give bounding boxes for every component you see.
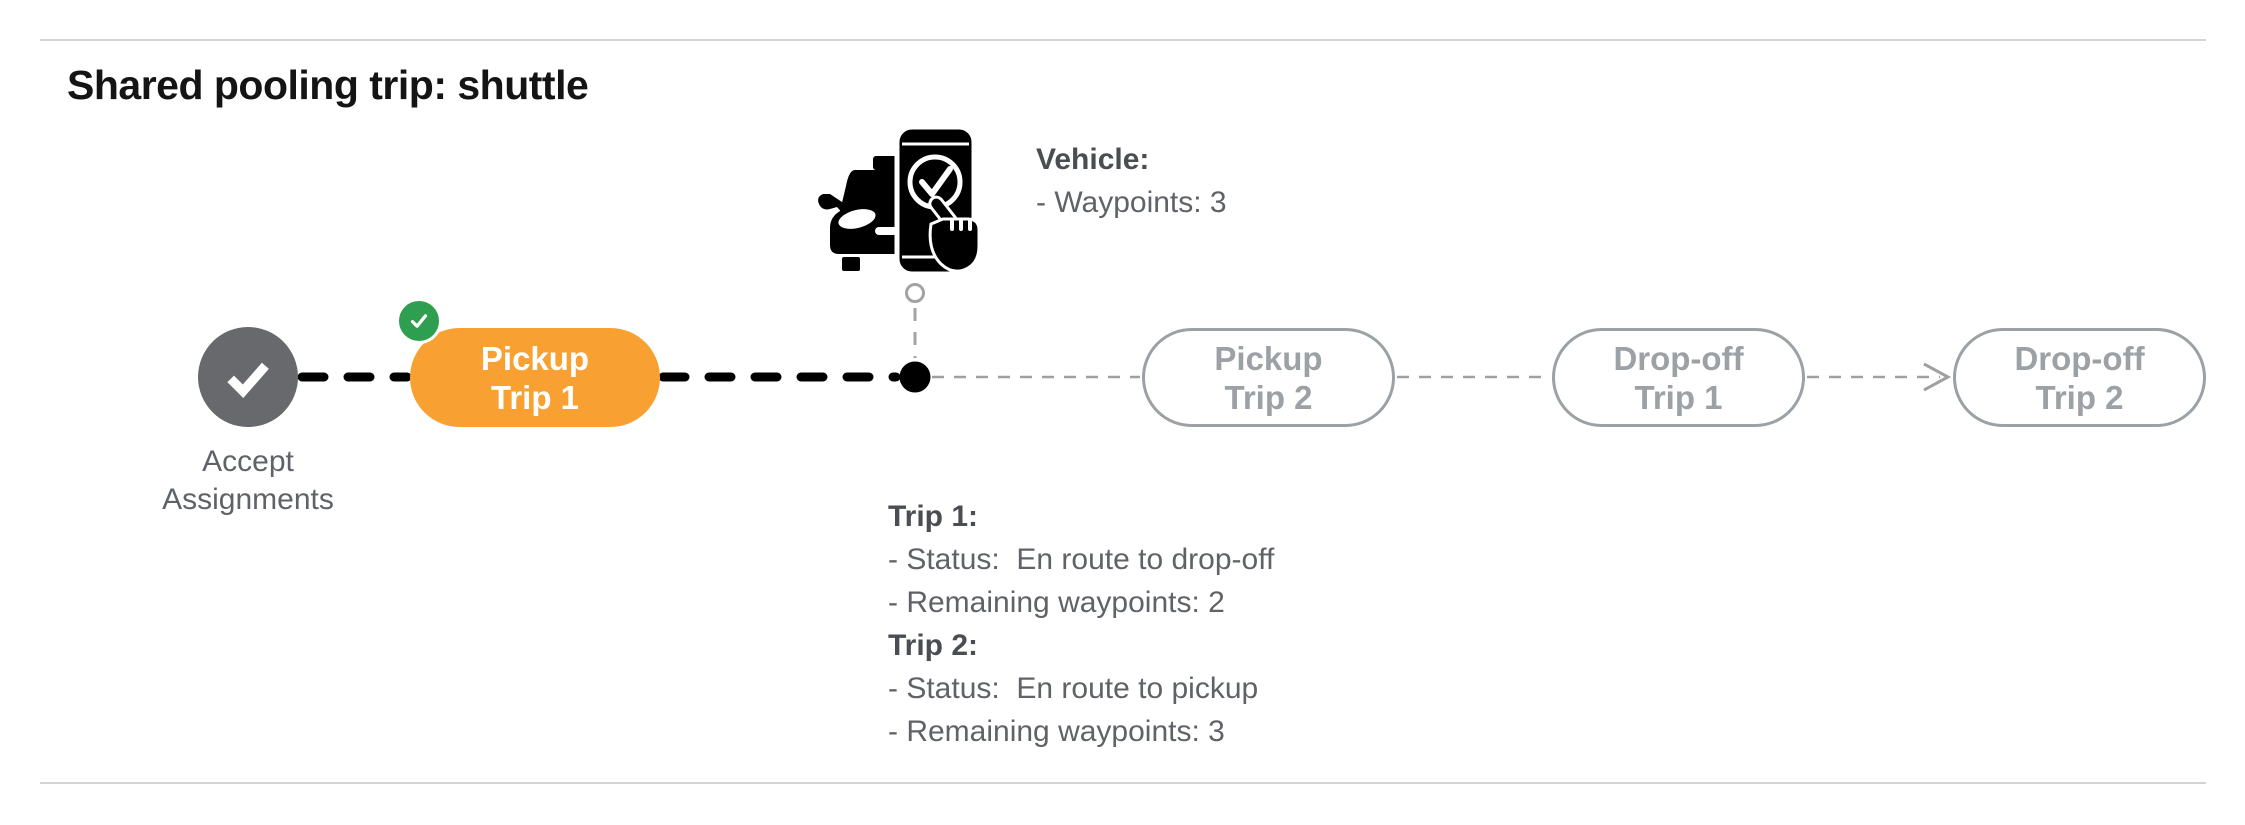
check-icon [410,314,428,328]
completed-check-badge [396,298,442,344]
trip-2-title: Trip 2: [888,629,979,662]
step-dropoff-trip-1: Drop-off Trip 1 [1552,328,1805,427]
accept-assignments-node [198,327,298,427]
trip-2-status: - Status: En route to pickup [888,672,1259,705]
page-title: Shared pooling trip: shuttle [67,62,589,108]
step-pickup-trip-2: Pickup Trip 2 [1142,328,1395,427]
step-pickup-trip-1: Pickup Trip 1 [410,328,660,427]
step-dropoff-trip-2: Drop-off Trip 2 [1953,328,2206,427]
vehicle-waypoints: - Waypoints: 3 [1036,186,1227,219]
top-divider [40,39,2206,41]
trip-1-waypoints: - Remaining waypoints: 2 [888,586,1225,619]
trip-1-title: Trip 1: [888,500,979,533]
trip-1-status: - Status: En route to drop-off [888,543,1275,576]
bottom-divider [40,782,2206,784]
route-arrowhead [1923,362,1952,392]
trip-details: Trip 1: - Status: En route to drop-off -… [888,495,1274,753]
check-icon [227,362,269,399]
vehicle-info-title: Vehicle: [1036,143,1150,176]
vehicle-phone-check-icon [818,124,981,277]
vehicle-info: Vehicle: - Waypoints: 3 [1036,138,1227,224]
vehicle-position-dot [899,361,931,393]
trip-2-waypoints: - Remaining waypoints: 3 [888,715,1225,748]
accept-assignments-label: Accept Assignments [162,445,334,516]
vehicle-callout-anchor [905,283,925,303]
